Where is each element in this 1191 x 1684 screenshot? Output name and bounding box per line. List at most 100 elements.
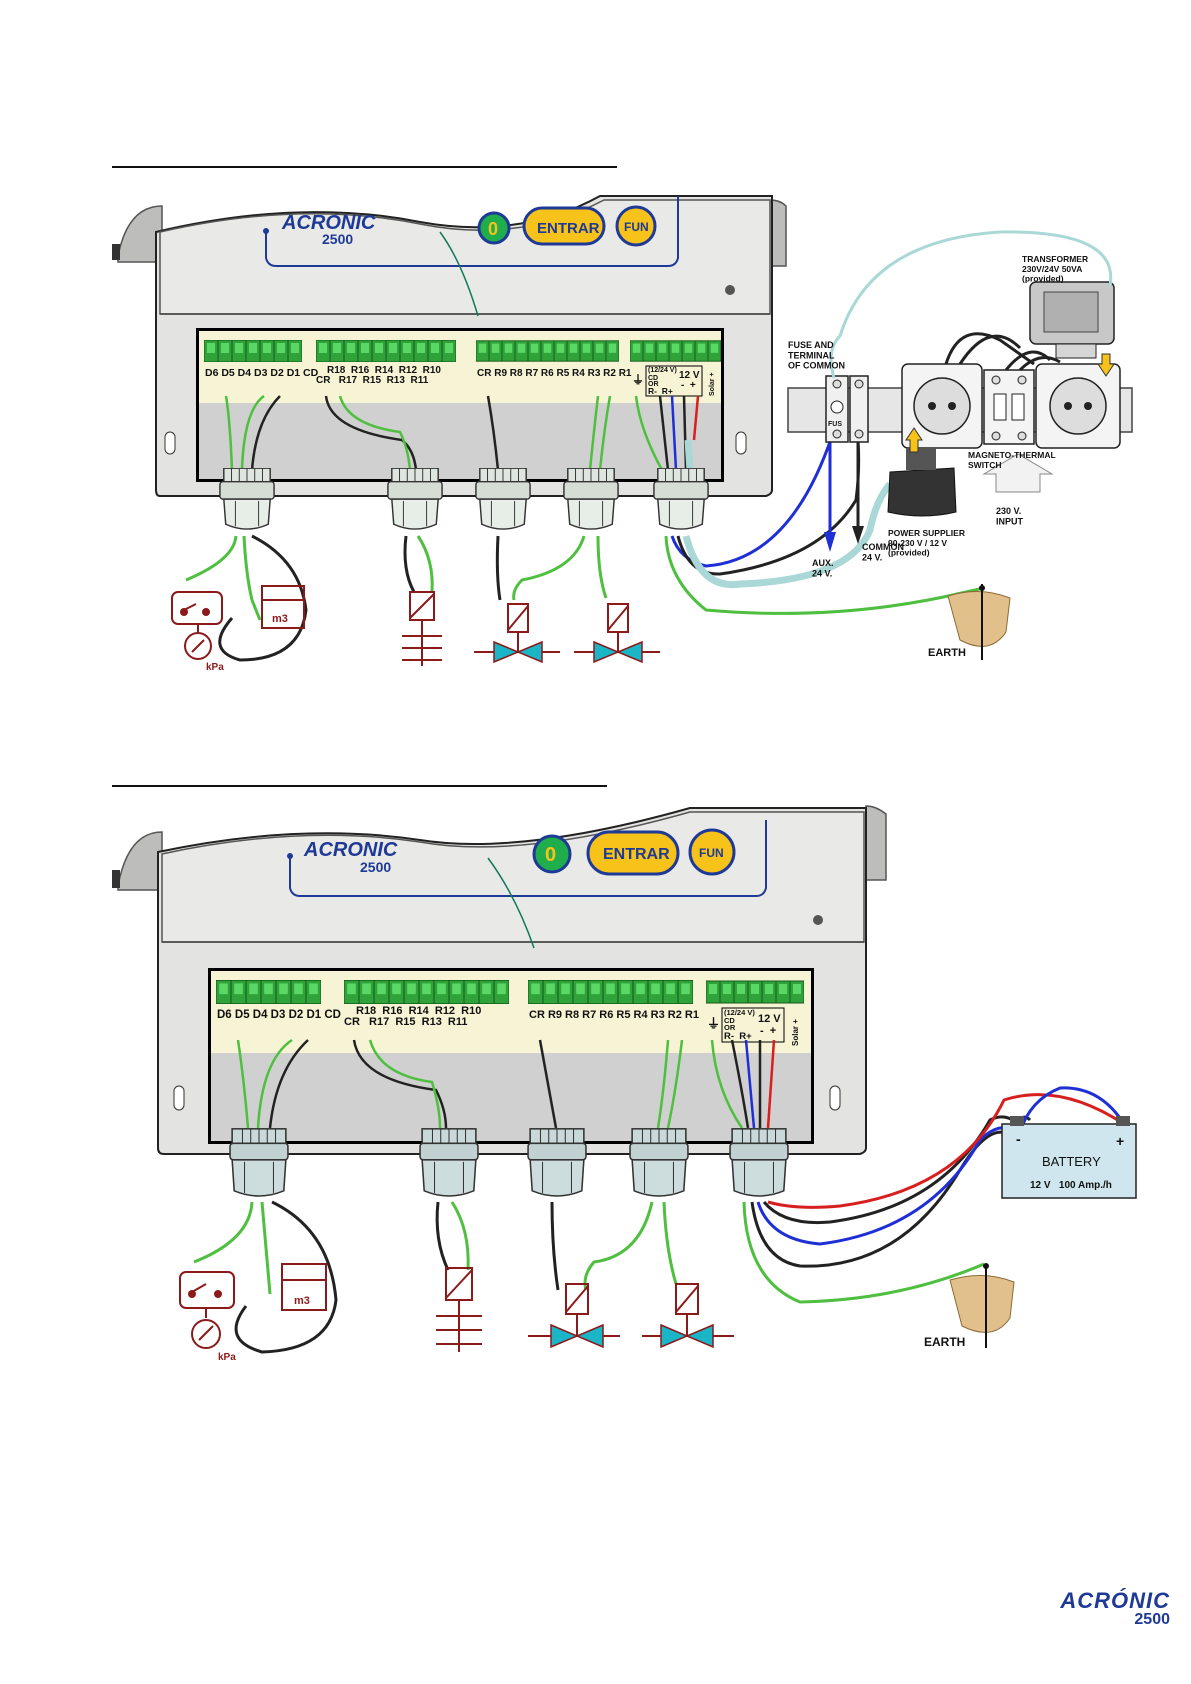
battery-plus-label: +	[1116, 1133, 1124, 1149]
socket-left	[901, 363, 983, 449]
button-zero-2[interactable]: 0	[532, 834, 572, 874]
ground-symbol-2: ⏚	[707, 1016, 720, 1031]
arrow-transformer	[1097, 353, 1115, 377]
terminal-labels-relays-low-2: CR R9 R8 R7 R6 R5 R4 R3 R2 R1	[529, 1009, 699, 1021]
diagram-battery: ACRONIC 2500 0 ENTRAR FUN	[112, 805, 1137, 1363]
pressure-switch-symbol	[171, 591, 223, 660]
solenoid-valve-1	[474, 603, 560, 664]
section-rule-2	[112, 785, 607, 787]
power-label-voltage-2: (12/24 V)	[724, 1008, 755, 1017]
terminal-block-power	[630, 340, 721, 362]
panel-brand-2: ACRONIC	[303, 839, 398, 861]
pressure-unit-label-2: kPa	[218, 1352, 236, 1363]
terminal-block-digital-2	[216, 980, 321, 1004]
battery-symbol: - + BATTERY 12 V 100 Amp./h	[1001, 1116, 1137, 1199]
footer-logo: ACRÓNIC 2500	[1030, 1590, 1170, 1628]
footer-logo-model: 2500	[1134, 1611, 1170, 1628]
earth-label-2: EARTH	[924, 1335, 965, 1349]
cable-gland-2-1	[229, 1128, 289, 1197]
diagram-mains: ACRONIC 2500 0 ENTRAR FUN	[112, 195, 1133, 673]
terminal-block-relays-high	[316, 340, 456, 362]
power-label-r: R- R+	[648, 386, 673, 396]
terminal-block-power-2	[706, 980, 804, 1004]
terminal-labels-relays-high-row2: CR R17 R15 R13 R11	[316, 375, 429, 386]
terminal-labels-relays-high-row1: R18 R16 R14 R12 R10	[327, 365, 441, 376]
earth-ground-symbol-2	[949, 1263, 1015, 1348]
cable-gland-2-3	[527, 1128, 587, 1197]
battery-spec: 12 V 100 Amp./h	[1030, 1180, 1112, 1191]
terminal-cable-bay-2	[211, 1053, 811, 1141]
pressure-switch-symbol-2	[179, 1271, 235, 1349]
power-label-voltage: (12/24 V)	[648, 367, 677, 374]
panel-model: 2500	[322, 231, 353, 247]
button-fun-2[interactable]: FUN	[688, 828, 736, 876]
panel-brand: ACRONIC	[281, 212, 376, 234]
power-label-cd: CD	[648, 375, 658, 382]
power-label-solar: Solar +	[709, 372, 716, 396]
input-label: 230 V.INPUT	[996, 506, 1024, 526]
button-zero-label-2: 0	[545, 844, 556, 866]
left-bracket-hole-2	[112, 870, 120, 888]
external-wiring	[185, 435, 985, 662]
solenoid-valve-2-2	[642, 1283, 734, 1349]
internal-wiring-2	[236, 1038, 776, 1129]
cable-gland-2	[387, 468, 443, 530]
din-wiring	[829, 230, 1113, 379]
battery-title: BATTERY	[1042, 1154, 1101, 1169]
flow-meter-symbol-2: m3	[281, 1263, 327, 1311]
solenoid-valve-2	[574, 603, 660, 664]
aux-label: AUX.24 V.	[812, 558, 834, 578]
terminal-labels-power-2: ⏚ (12/24 V) CD OR R- R+ 12 V - + Solar +	[707, 1007, 800, 1046]
power-label-polarity-2: - +	[760, 1025, 776, 1037]
button-fun-label: FUN	[624, 220, 649, 234]
button-fun-label-2: FUN	[699, 846, 724, 860]
terminal-labels-relays-high-row1-2: R18 R16 R14 R12 R10	[356, 1005, 481, 1017]
cable-gland-2-4	[629, 1128, 689, 1197]
button-entrar-2[interactable]: ENTRAR	[586, 830, 680, 876]
power-label-r-2: R- R+	[724, 1031, 752, 1042]
flow-meter-symbol: m3	[261, 585, 305, 629]
button-zero-label: 0	[488, 219, 498, 239]
cable-gland-2-2	[419, 1128, 479, 1197]
terminal-block-relays-low	[476, 340, 619, 362]
terminal-block-relays-low-2	[528, 980, 693, 1004]
power-label-12v: 12 V	[679, 370, 700, 381]
power-label-or: OR	[648, 381, 659, 388]
input-arrow	[982, 453, 1054, 493]
flow-meter-label: m3	[272, 613, 288, 625]
power-label-cd-2: CD	[724, 1016, 735, 1025]
keypad-outline-2	[289, 820, 767, 897]
controller-front-cover-2	[161, 811, 865, 943]
magneto-thermal-switch	[983, 369, 1035, 445]
flow-meter-label-2: m3	[294, 1295, 310, 1307]
button-entrar[interactable]: ENTRAR	[522, 206, 606, 246]
button-fun[interactable]: FUN	[615, 205, 657, 247]
button-entrar-label-2: ENTRAR	[603, 846, 670, 863]
external-wiring-2	[193, 1086, 1126, 1354]
contactor-symbol-2	[436, 1267, 482, 1352]
section-rule-1	[112, 166, 617, 168]
power-label-polarity: - +	[681, 380, 696, 391]
earth-ground-symbol-1	[947, 584, 1011, 660]
terminal-labels-relays-low: CR R9 R8 R7 R6 R5 R4 R3 R2 R1	[477, 368, 632, 379]
cable-gland-5	[653, 468, 709, 530]
ground-symbol: ⏚	[632, 373, 644, 387]
button-zero[interactable]: 0	[477, 211, 511, 245]
arrow-supplier	[905, 427, 923, 453]
button-entrar-label: ENTRAR	[537, 220, 600, 237]
terminal-cable-bay	[199, 403, 721, 479]
terminal-labels-digital-2: D6 D5 D4 D3 D2 D1 CD	[217, 1009, 341, 1021]
terminal-labels-power: ⏚ (12/24 V) CD OR R- R+ 12 V - + Solar +	[632, 365, 716, 397]
internal-wiring	[224, 394, 700, 471]
solenoid-valve-2-1	[528, 1283, 620, 1349]
power-supplier-adapter	[887, 448, 957, 517]
terminal-labels-digital: D6 D5 D4 D3 D2 D1 CD	[205, 367, 319, 379]
footer-logo-brand: ACRÓNIC	[1060, 1588, 1170, 1613]
keypad-outline	[265, 196, 679, 267]
cable-gland-4	[563, 468, 619, 530]
